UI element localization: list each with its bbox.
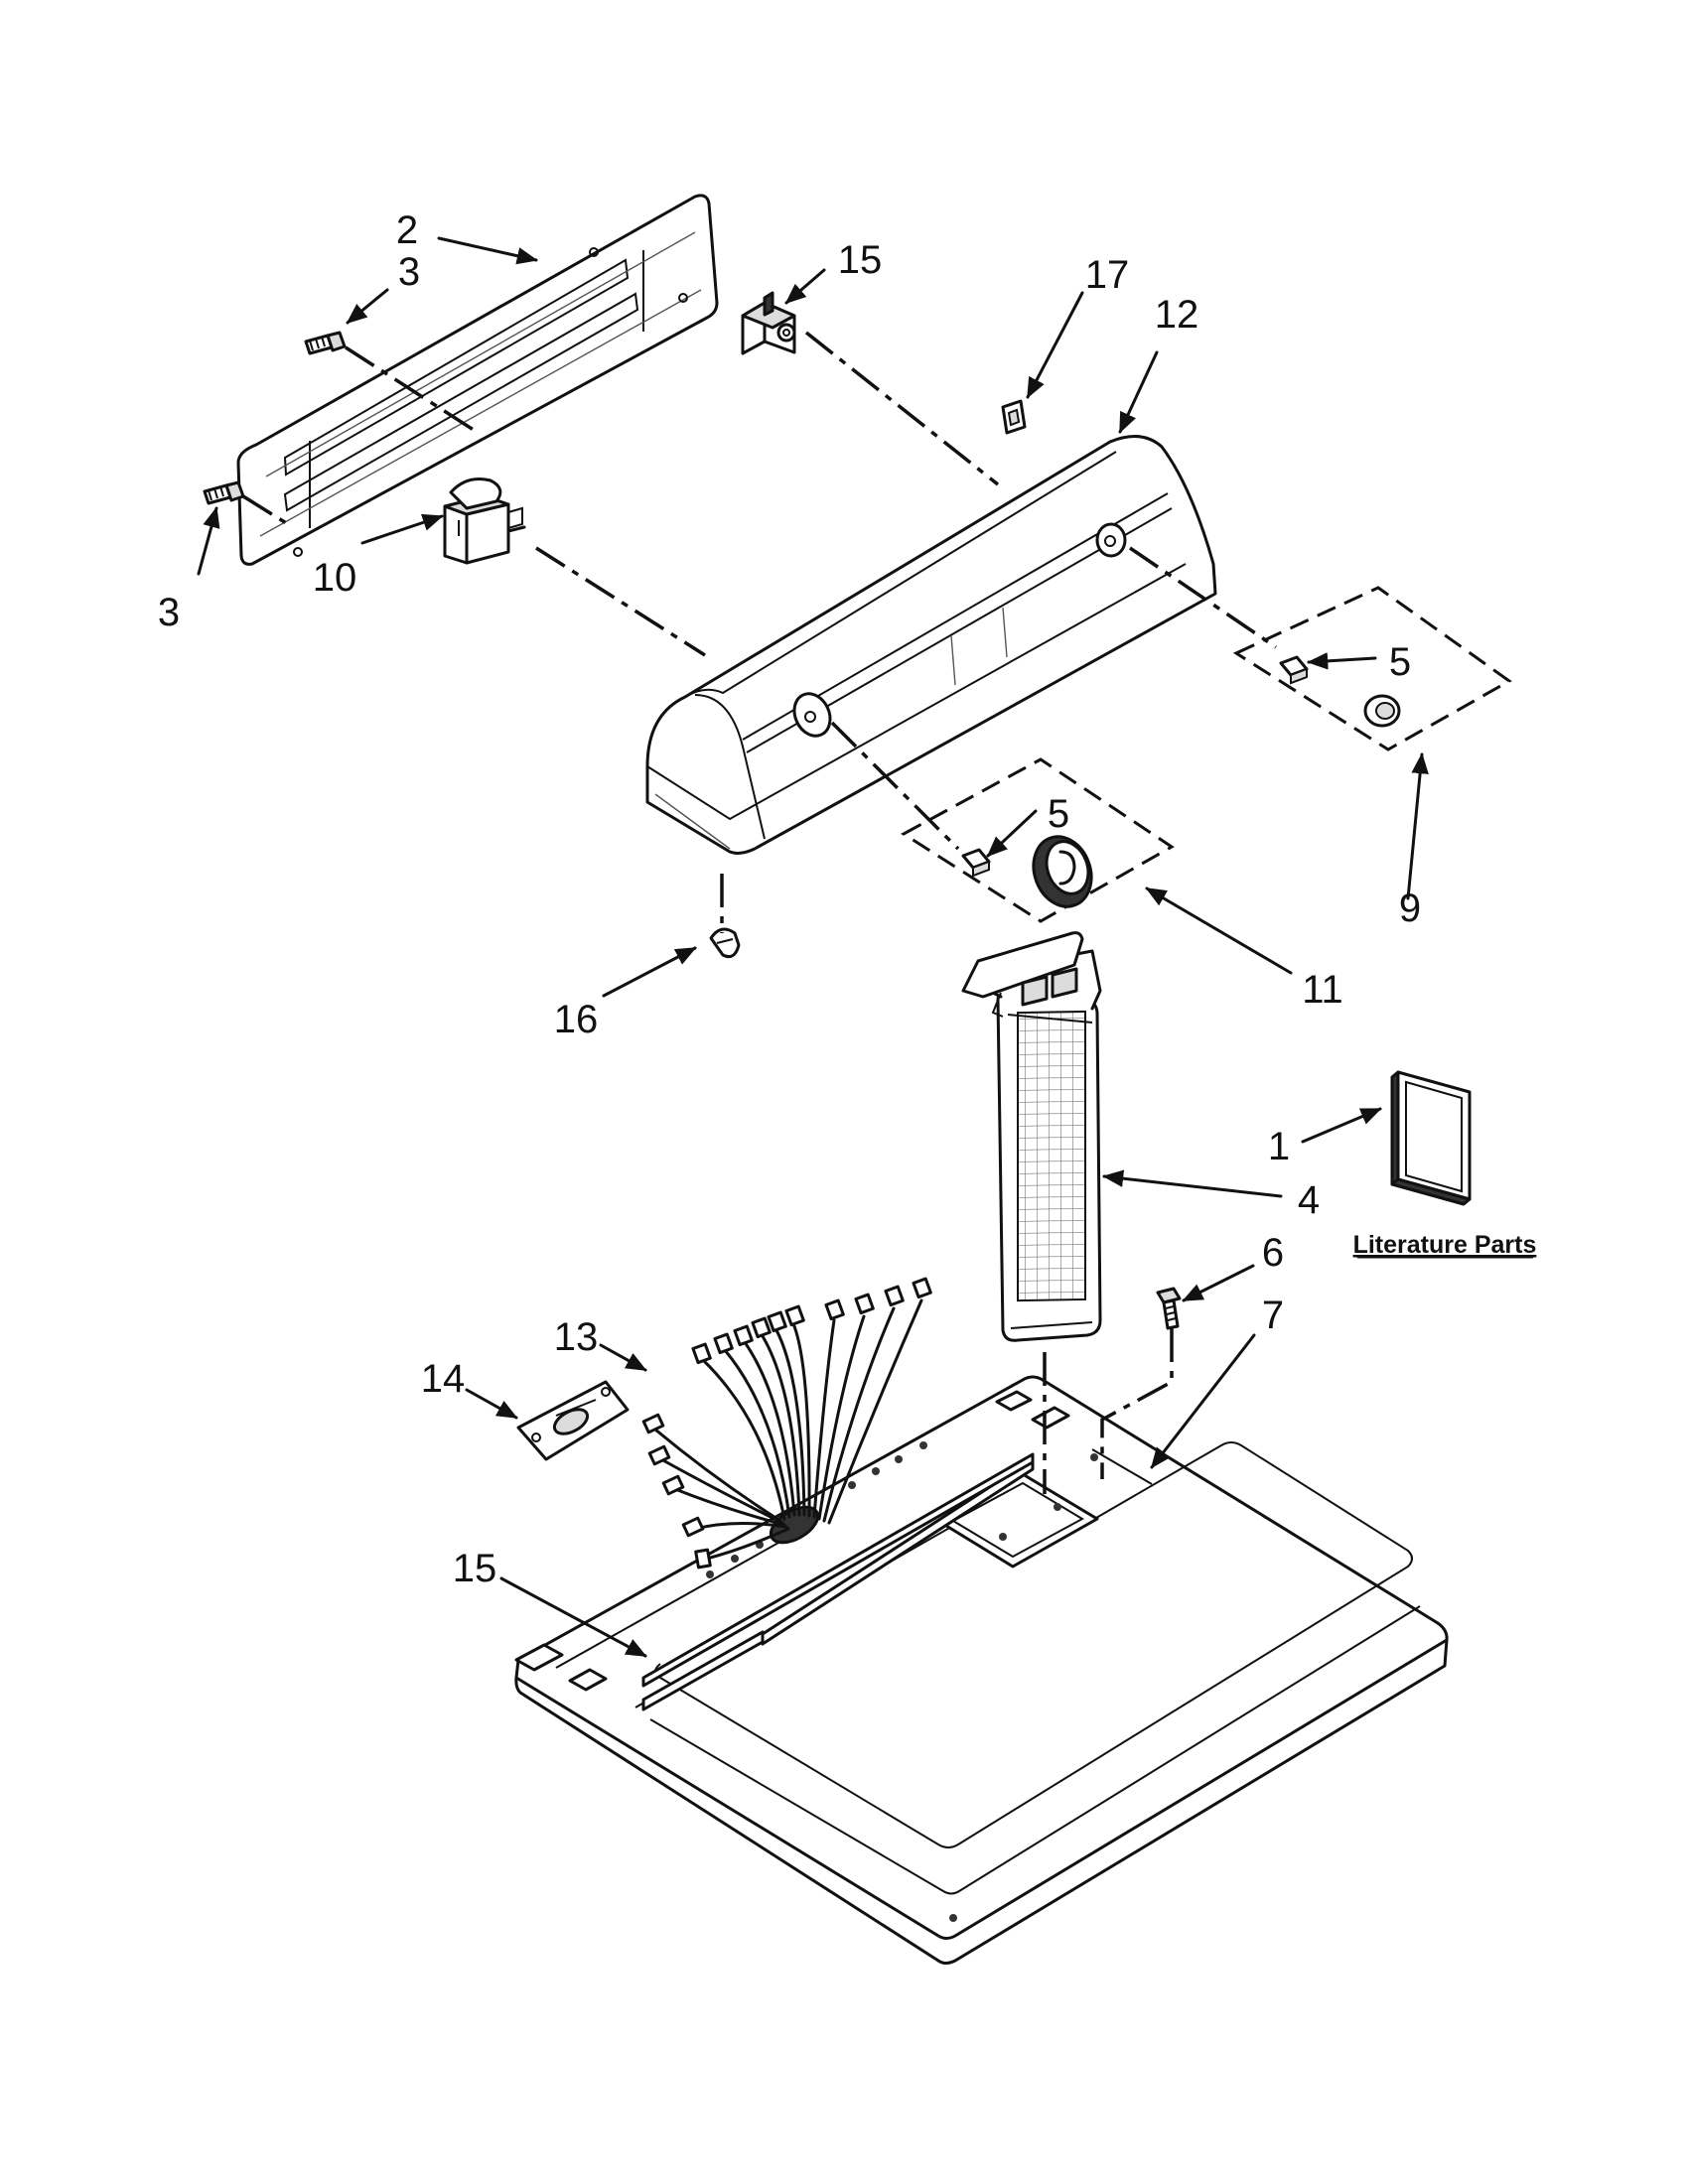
clip-part <box>1001 399 1027 435</box>
callout-3-top: 3 <box>398 250 420 294</box>
knob-assembly-right-box <box>1232 586 1512 751</box>
harness-bracket-part <box>516 1380 630 1461</box>
leader-arrows <box>197 236 1429 1658</box>
callout-5-right: 5 <box>1389 640 1411 684</box>
callout-16: 16 <box>554 998 599 1041</box>
callout-12: 13 <box>554 1315 599 1359</box>
console-part <box>645 435 1217 855</box>
callout-4: 4 <box>1298 1178 1320 1222</box>
callout-1: 1 <box>1268 1125 1290 1168</box>
callout-7: 7 <box>1262 1294 1284 1337</box>
callout-13: 15 <box>838 238 883 282</box>
top-seal-strip-part <box>641 1452 1035 1688</box>
callout-6: 6 <box>1262 1231 1284 1275</box>
literature-part <box>1390 1070 1472 1206</box>
callout-8: 9 <box>1399 887 1421 930</box>
callout-2: 2 <box>396 208 418 252</box>
knob-clip-part-right <box>1279 655 1309 685</box>
knob-clip-part-left <box>961 848 991 878</box>
screw-part-upper <box>304 331 347 355</box>
callout-labels: 2 3 3 10 15 17 12 5 5 9 11 16 1 4 6 7 13… <box>158 208 1421 1590</box>
dryer-top-part <box>514 1375 1449 1965</box>
screw-part-lower <box>203 480 245 505</box>
rear-panel-bracket-part <box>236 194 719 566</box>
top-screw-part <box>1156 1287 1182 1330</box>
callout-9: 10 <box>313 556 357 600</box>
switch-part <box>741 291 796 355</box>
push-knob-part <box>1363 694 1401 728</box>
callout-11: 12 <box>1155 293 1199 337</box>
callout-3-bottom: 3 <box>158 591 180 634</box>
wire-harness-part <box>641 1277 932 1570</box>
callout-10: 11 <box>1302 968 1343 1012</box>
callout-5-left: 5 <box>1048 792 1069 836</box>
literature-parts-label: Literature Parts <box>1353 1231 1537 1259</box>
timer-part <box>443 478 526 565</box>
assembly-lines <box>242 331 1277 1494</box>
console-clip-part <box>709 927 741 959</box>
callout-14: 14 <box>421 1357 466 1401</box>
knob-assembly-left-box <box>901 757 1175 923</box>
lint-screen-part <box>961 931 1102 1342</box>
control-knob-part <box>1032 835 1093 908</box>
callout-15: 15 <box>453 1547 497 1590</box>
callout-17: 17 <box>1085 253 1130 297</box>
